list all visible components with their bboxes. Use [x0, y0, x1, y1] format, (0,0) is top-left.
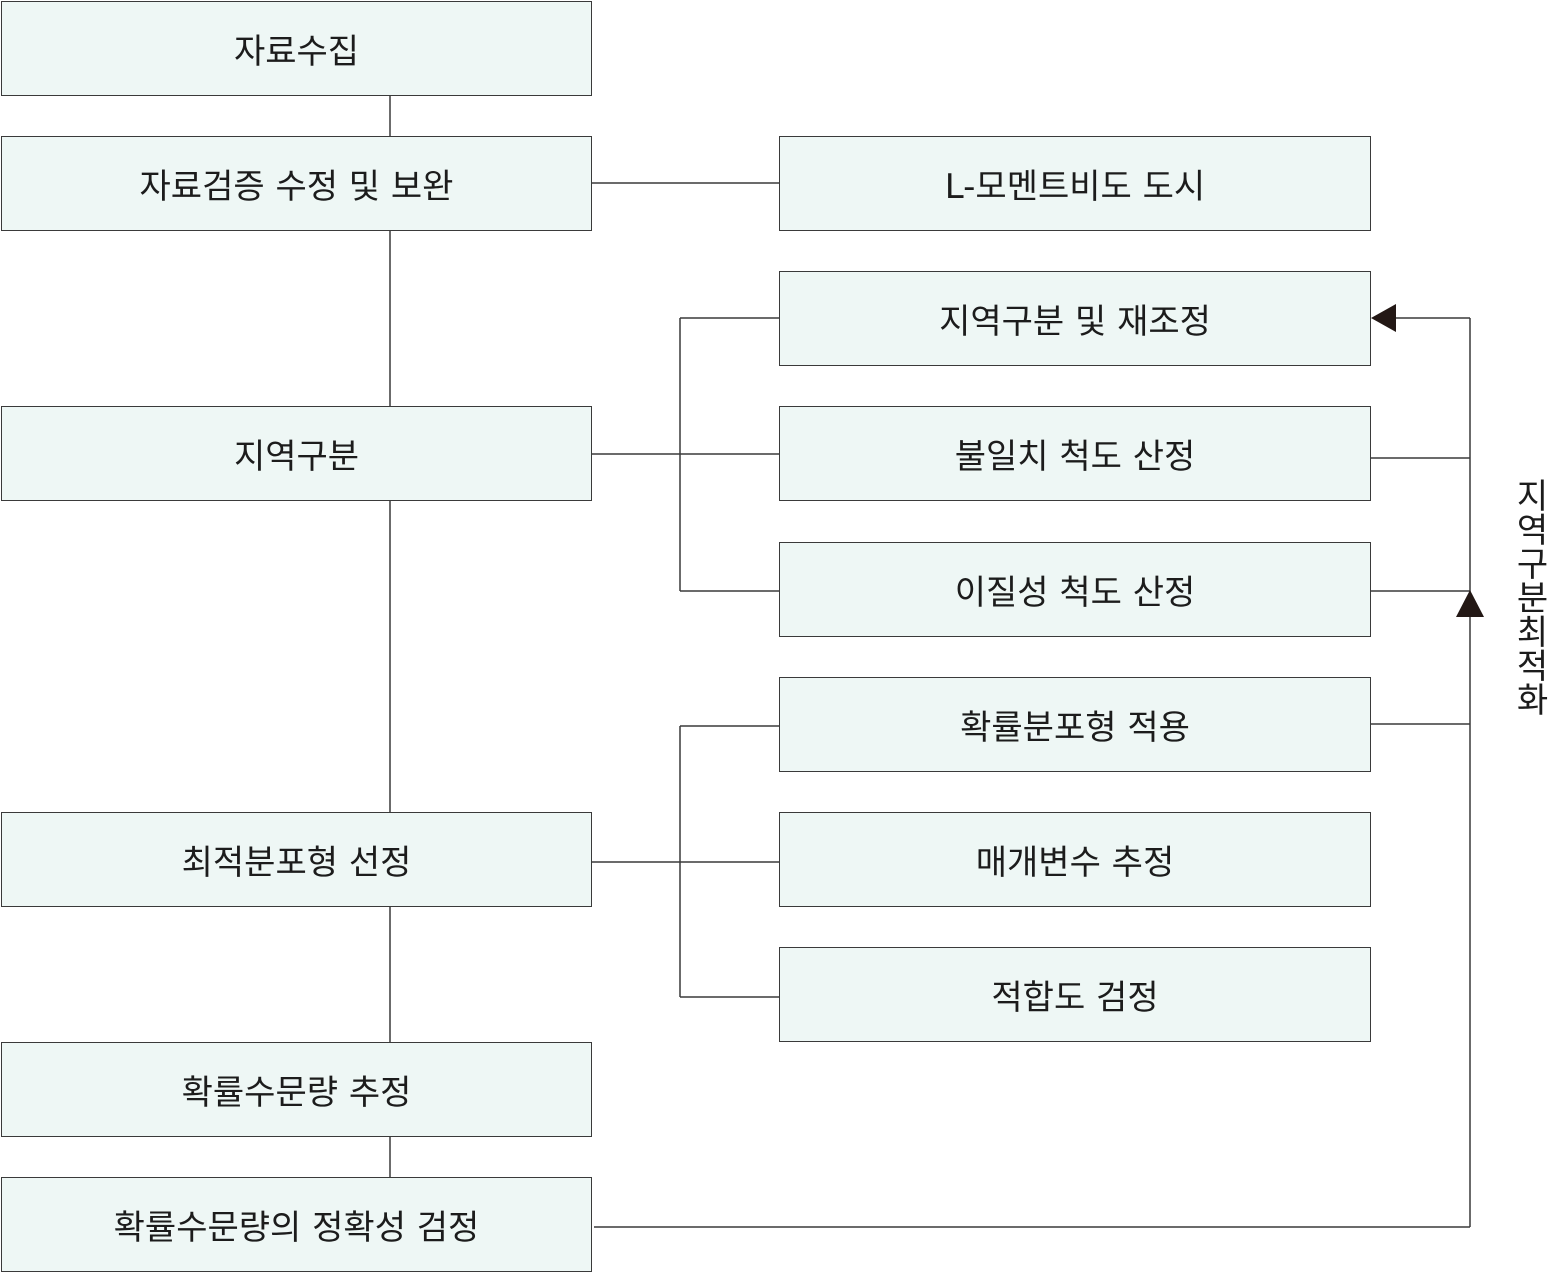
accuracy-box: 확률수문량의 정확성 검정 [1, 1177, 592, 1272]
verify-box: 자료검증 수정 및 보완 [1, 136, 592, 231]
params-box: 매개변수 추정 [779, 812, 1371, 907]
region-box: 지역구분 [1, 406, 592, 501]
arrowhead-up [1456, 590, 1484, 617]
apply-dist-box: 확률분포형 적용 [779, 677, 1371, 772]
reclassify-box: 지역구분 및 재조정 [779, 271, 1371, 366]
estimate-box: 확률수문량 추정 [1, 1042, 592, 1137]
optimal-dist-box: 최적분포형 선정 [1, 812, 592, 907]
lmoment-box: L-모멘트비도 도시 [779, 136, 1371, 231]
side-label: 지역구분최적화 [1509, 478, 1549, 716]
heterogeneity-box: 이질성 척도 산정 [779, 542, 1371, 637]
goodness-box: 적합도 검정 [779, 947, 1371, 1042]
arrowhead-left [1371, 304, 1396, 332]
collect-box: 자료수집 [1, 1, 592, 96]
discordancy-box: 불일치 척도 산정 [779, 406, 1371, 501]
